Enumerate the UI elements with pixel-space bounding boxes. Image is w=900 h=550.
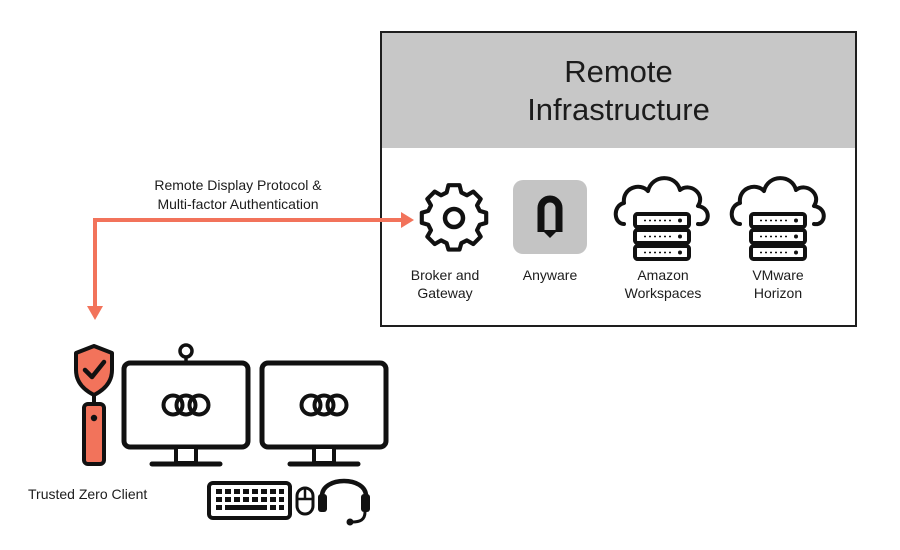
vmware-horizon-label-line2: Horizon: [753, 285, 803, 301]
broker-gateway-label-line1: Broker and: [410, 267, 480, 283]
anyware-label-line1: Anyware: [522, 267, 578, 283]
mouse-icon: [295, 486, 315, 516]
headset-icon: [318, 478, 370, 526]
amazon-workspaces-label-line2: Workspaces: [624, 285, 702, 301]
protocol-label-line2: Multi-factor Authentication: [157, 196, 319, 212]
vmware-horizon-label: VMware Horizon: [728, 266, 828, 302]
infrastructure-title: Remote Infrastructure: [527, 53, 710, 129]
usb-key-icon: [82, 402, 106, 466]
amazon-workspaces-label-line1: Amazon: [637, 267, 689, 283]
protocol-label: Remote Display Protocol & Multi-factor A…: [120, 176, 356, 214]
trusted-zero-client-label: Trusted Zero Client: [28, 486, 148, 502]
anyware-logo-icon: [513, 180, 587, 254]
protocol-label-line1: Remote Display Protocol &: [154, 177, 322, 193]
amazon-workspaces-label: Amazon Workspaces: [608, 266, 718, 302]
cloud-server-icon: [613, 176, 710, 261]
connection-arrow: [87, 212, 414, 320]
infrastructure-title-line2: Infrastructure: [527, 91, 710, 127]
infrastructure-header: Remote Infrastructure: [382, 33, 855, 148]
vmware-horizon-label-line1: VMware: [752, 267, 804, 283]
webcam-icon: [178, 343, 194, 363]
gear-icon: [419, 183, 489, 252]
cloud-server-icon: [729, 176, 826, 261]
monitor-icon: [262, 363, 386, 464]
monitor-icon: [124, 363, 248, 464]
keyboard-icon: [207, 481, 292, 520]
broker-gateway-label-line2: Gateway: [417, 285, 473, 301]
shield-check-icon: [74, 344, 114, 404]
infrastructure-title-line1: Remote: [564, 53, 673, 89]
broker-gateway-label: Broker and Gateway: [405, 266, 485, 302]
anyware-label: Anyware: [505, 266, 595, 284]
